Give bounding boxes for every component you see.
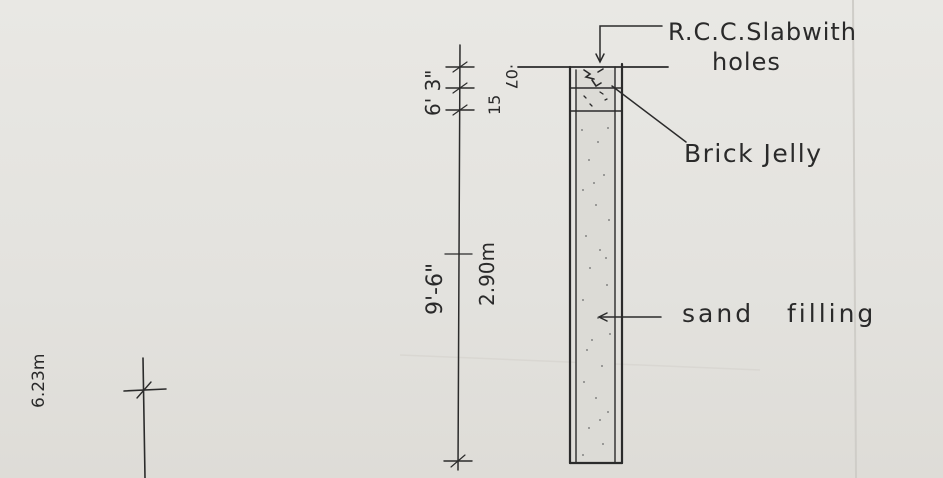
top-metric-label-2: 15 xyxy=(485,95,504,115)
slab-label-line1: R.C.C.Slabwith xyxy=(668,18,857,46)
dimension-line xyxy=(457,44,461,471)
slab-leader-line xyxy=(599,25,663,61)
sand-filling-label: sand filling xyxy=(682,299,876,328)
top-imperial-label: 6' 3" xyxy=(421,69,445,116)
slab-label-line2: holes xyxy=(712,48,781,76)
brick-jelly-label: Brick Jelly xyxy=(684,139,823,168)
middle-metric-label: 2.90m xyxy=(475,242,499,306)
slab-hatch xyxy=(583,68,604,88)
left-dimension-line xyxy=(142,357,146,478)
callouts: R.C.C.Slabwith holes Brick Jelly sand fi… xyxy=(595,18,876,328)
paper-fold-line xyxy=(852,0,857,478)
slab-leader-arrow xyxy=(595,53,605,64)
sand-dots xyxy=(581,127,611,456)
left-dimension: 6.23m xyxy=(29,354,167,478)
left-tick-slash xyxy=(136,381,152,399)
brick-jelly-leader-line xyxy=(611,85,687,143)
left-tick-mark xyxy=(123,388,167,392)
middle-imperial-label: 9'-6" xyxy=(423,263,448,315)
sand-fill-area xyxy=(576,70,615,462)
brick-jelly-hatch xyxy=(583,91,608,107)
sand-leader-arrow xyxy=(597,312,608,322)
wall-section xyxy=(568,62,624,465)
left-metric-label: 6.23m xyxy=(29,354,49,408)
top-metric-label-1: ·07 xyxy=(502,64,521,89)
dimension-chain: 6' 3" ·07 15 9'-6" 2.90m xyxy=(421,44,521,471)
